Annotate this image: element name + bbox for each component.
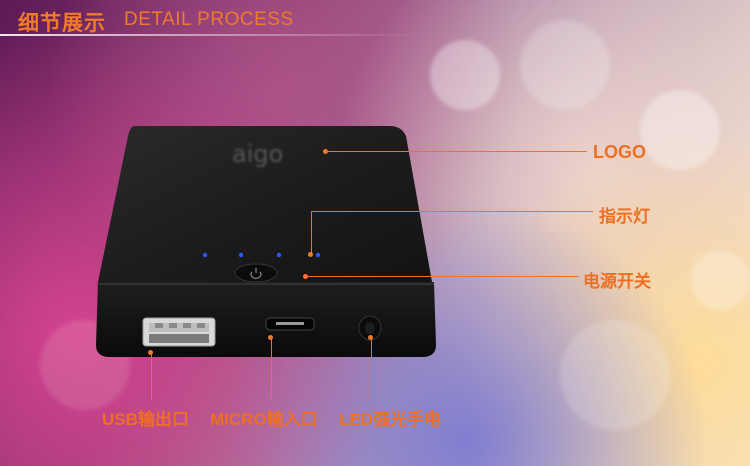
bokeh-light [640, 90, 720, 170]
callout-micro-label: MICRO输入口 [210, 410, 318, 429]
callout-usb-vline [151, 354, 152, 400]
callout-indicator-dot [308, 252, 313, 257]
indicator-led [276, 252, 282, 258]
callout-power-line [307, 276, 579, 277]
callout-led-dot [368, 335, 373, 340]
callout-power-dot [303, 274, 308, 279]
power-icon [250, 268, 262, 280]
bokeh-light [520, 20, 610, 110]
device-top-face [97, 126, 433, 292]
bokeh-light [560, 320, 670, 430]
indicator-led [315, 252, 321, 258]
callout-led-vline [371, 339, 372, 400]
callout-usb-dot [148, 350, 153, 355]
callout-micro-vline [271, 339, 272, 400]
header-title-cn: 细节展示 [18, 12, 106, 35]
callout-led-label: LED强光手电 [339, 410, 441, 429]
callout-logo-dot [323, 149, 328, 154]
header-title-en: DETAIL PROCESS [124, 9, 294, 30]
header-divider [0, 34, 420, 36]
callout-indicator-vline [311, 211, 312, 253]
indicator-led [202, 252, 208, 258]
bokeh-light [430, 40, 500, 110]
device-logo-mark: aigo [232, 140, 283, 168]
page-header: 细节展示 DETAIL PROCESS [0, 0, 750, 40]
callout-indicator-label: 指示灯 [599, 207, 650, 226]
callout-power-label: 电源开关 [583, 272, 651, 291]
callout-logo-label: LOGO [593, 142, 646, 162]
indicator-led [238, 252, 244, 258]
callout-micro-dot [268, 335, 273, 340]
callout-indicator-line [311, 211, 593, 212]
bokeh-light [690, 250, 750, 310]
callout-logo-line [327, 151, 587, 152]
callout-usb-label: USB输出口 [102, 410, 189, 429]
